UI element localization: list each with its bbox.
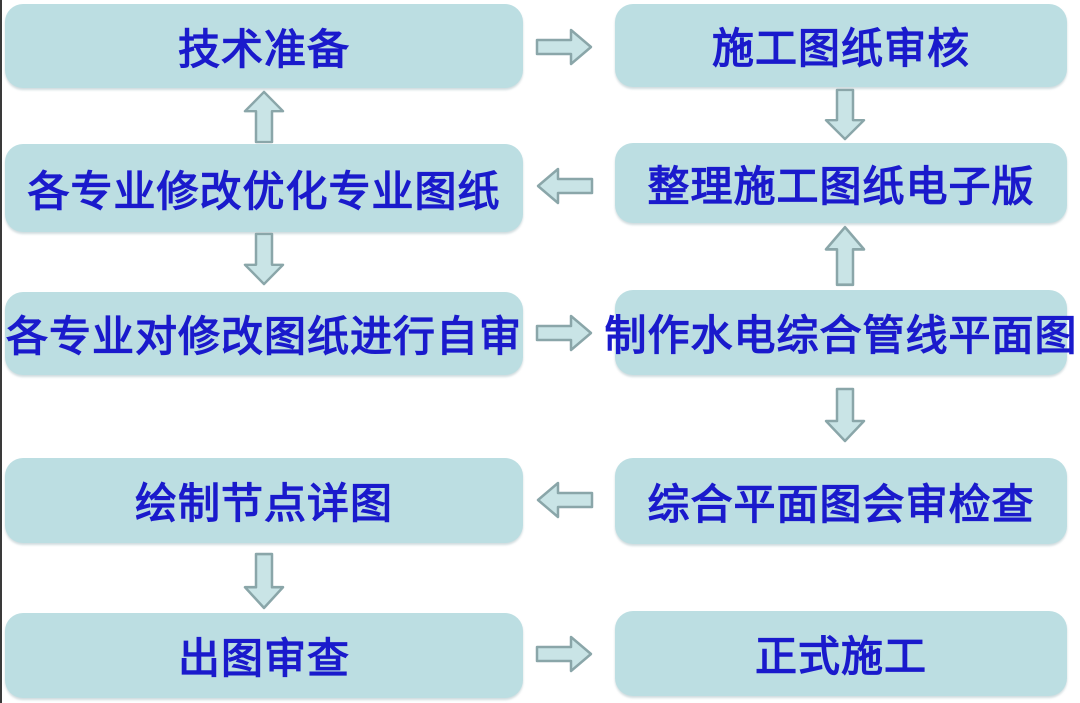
node-construction-drawing-review: 施工图纸审核 — [615, 4, 1067, 87]
node-formal-construction: 正式施工 — [615, 611, 1067, 696]
node-composite-plan-joint-review: 综合平面图会审检查 — [615, 458, 1067, 544]
arrow-down-icon — [824, 387, 866, 443]
arrow-left-icon — [536, 167, 594, 205]
arrow-right-icon — [535, 28, 593, 66]
arrow-right-icon — [535, 314, 593, 352]
arrow-down-icon — [824, 88, 866, 141]
node-node-detail-drawing: 绘制节点详图 — [5, 458, 523, 543]
arrow-left-icon — [536, 481, 594, 519]
arrow-down-icon — [243, 552, 285, 610]
node-mep-composite-plan: 制作水电综合管线平面图 — [605, 290, 1077, 375]
node-technical-preparation: 技术准备 — [5, 4, 523, 88]
node-drawing-output-review: 出图审查 — [5, 613, 523, 698]
arrow-up-icon — [243, 90, 285, 144]
arrow-down-icon — [243, 232, 285, 286]
arrow-right-icon — [535, 635, 593, 673]
arrow-up-icon — [824, 225, 866, 287]
node-discipline-self-review: 各专业对修改图纸进行自审 — [5, 292, 523, 375]
node-discipline-optimize-drawings: 各专业修改优化专业图纸 — [5, 144, 523, 232]
node-organize-electronic-drawings: 整理施工图纸电子版 — [615, 143, 1067, 223]
